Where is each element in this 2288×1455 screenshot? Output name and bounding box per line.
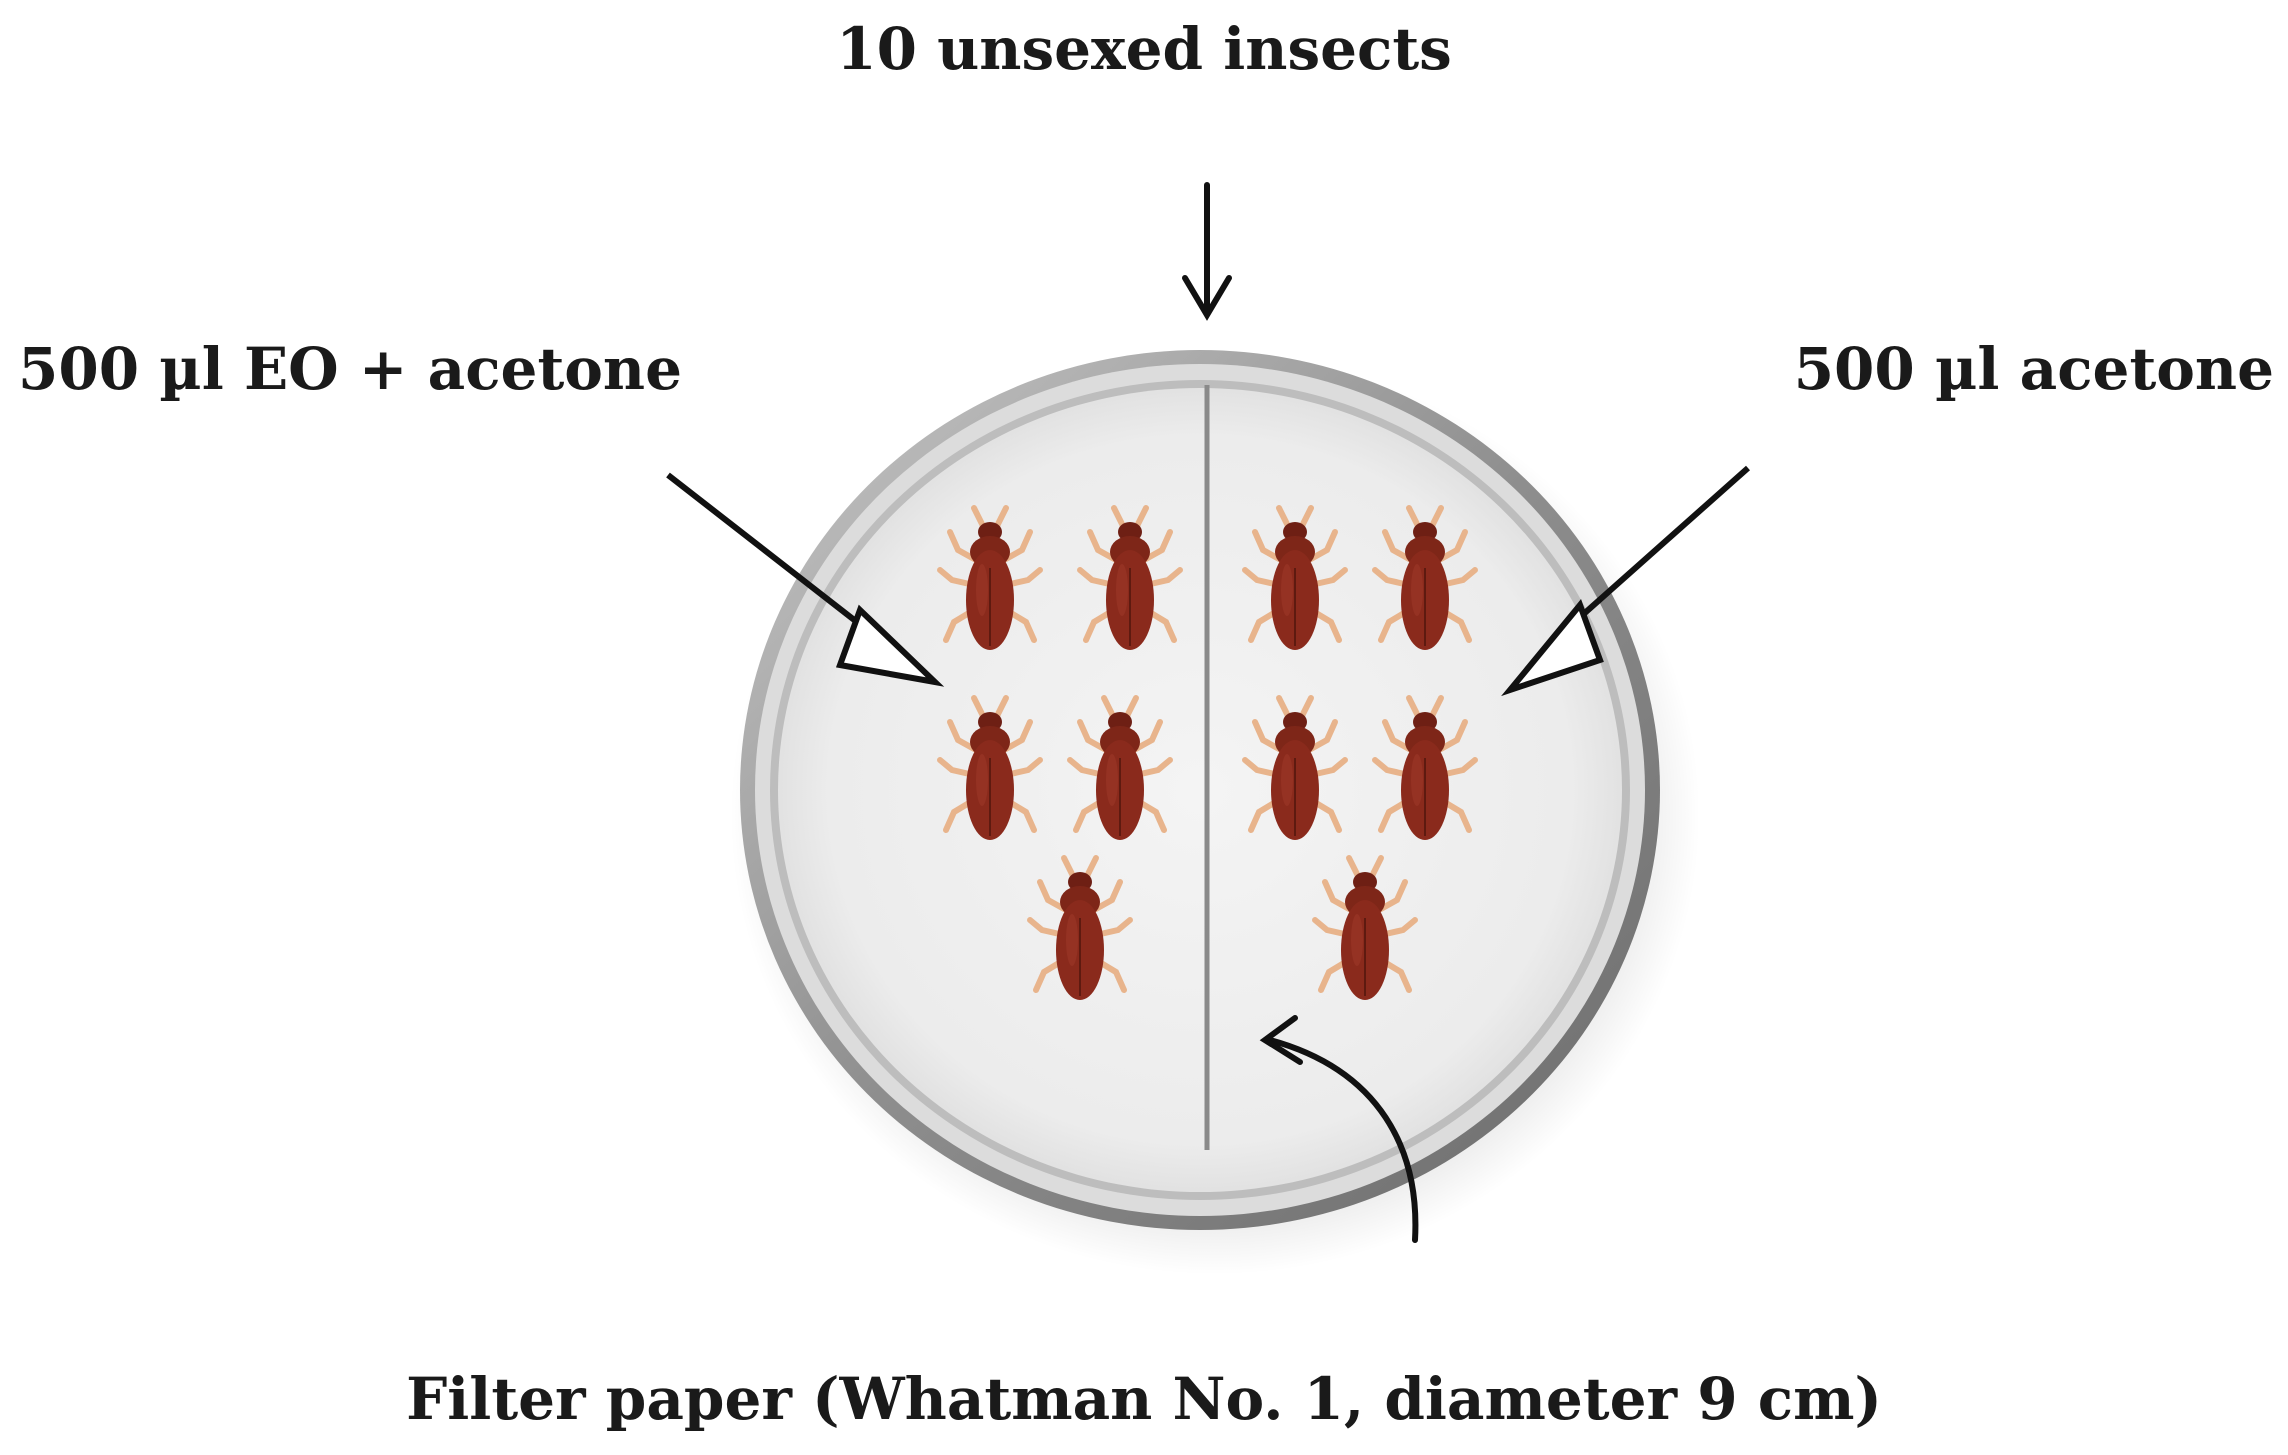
bottom-arrow [1259,1015,1419,1243]
filter-paper-label: Filter paper (Whatman No. 1, diameter 9 … [406,1365,1882,1433]
left-arrow [666,472,945,687]
top-arrow [1182,182,1232,321]
control-label: 500 µl acetone [1793,335,2274,403]
treatment-label: 500 µl EO + acetone [18,335,682,403]
right-arrow [1501,465,1750,697]
insects-label: 10 unsexed insects [836,15,1452,83]
filter-paper [778,388,1622,1192]
